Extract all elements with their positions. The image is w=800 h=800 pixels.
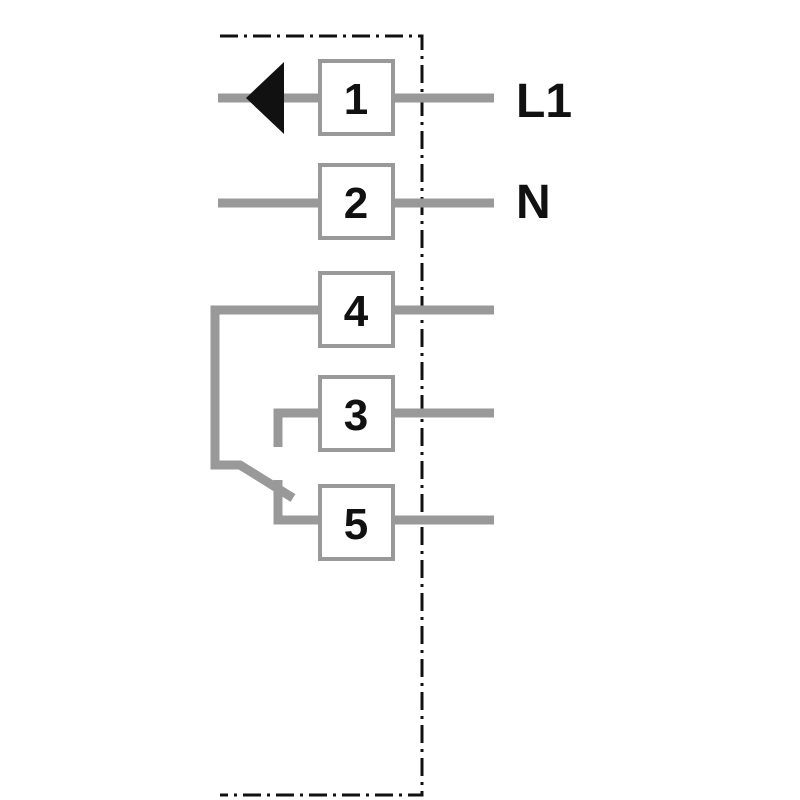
terminal-5-box <box>318 484 395 561</box>
terminal-1-external-label: L1 <box>516 75 572 128</box>
terminal-1-label: 1 <box>344 75 368 124</box>
terminal-5-contact-wire <box>273 480 320 525</box>
terminal-4-common-wire <box>210 305 320 502</box>
terminal-2-box <box>318 163 395 240</box>
terminal-1-box <box>318 59 395 136</box>
terminal-1: 1 <box>318 59 395 136</box>
terminal-5-label: 5 <box>344 500 368 549</box>
terminal-4-label: 4 <box>344 287 369 336</box>
terminal-3-contact-wire <box>273 408 320 447</box>
terminal-4-box <box>318 271 395 348</box>
terminal-2-external-label: N <box>516 176 551 229</box>
terminal-3-box <box>318 375 395 452</box>
terminal-3-label: 3 <box>344 391 368 440</box>
terminal-5: 5 <box>318 484 395 561</box>
terminal-3: 3 <box>318 375 395 452</box>
enclosure-boundary <box>220 34 424 797</box>
input-arrow-icon <box>246 62 284 134</box>
terminal-4: 4 <box>318 271 395 348</box>
terminal-2-label: 2 <box>344 179 368 228</box>
terminal-2: 2 <box>318 163 395 240</box>
